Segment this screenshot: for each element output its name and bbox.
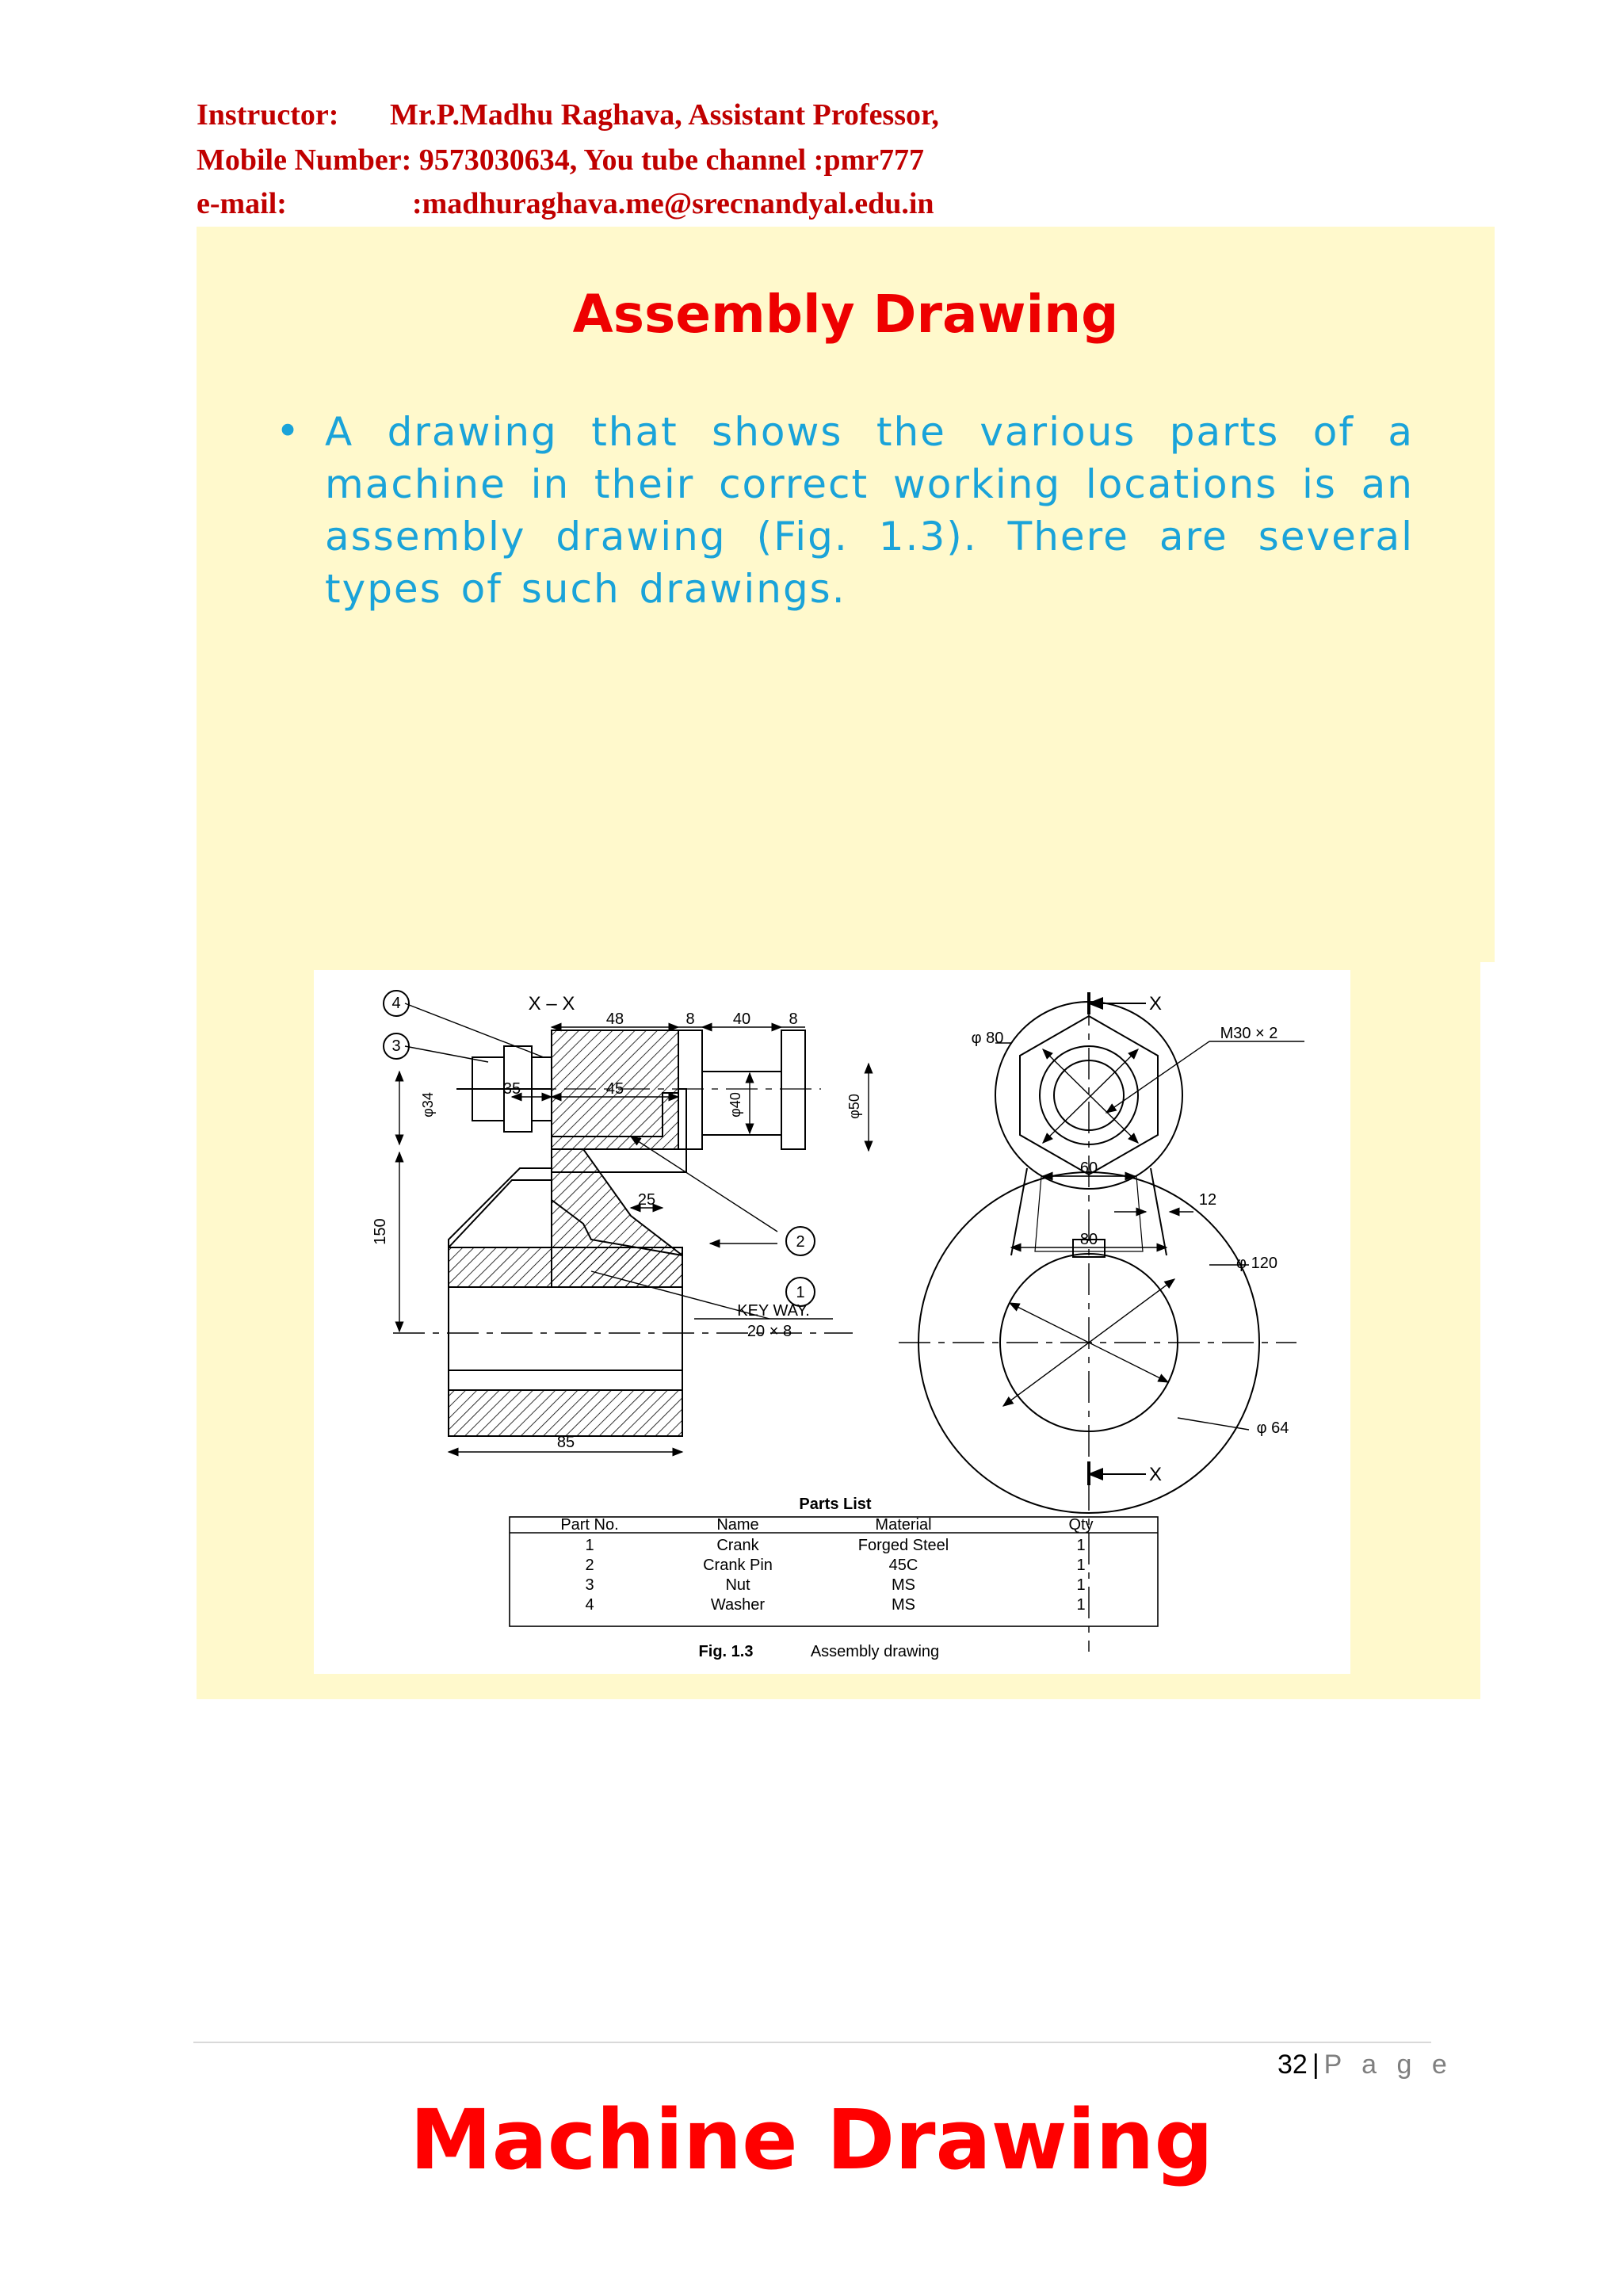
parts-row-3-no: 3 xyxy=(585,1576,594,1594)
callout-1: 1 xyxy=(796,1284,804,1301)
parts-row-4-no: 4 xyxy=(585,1596,594,1614)
dim-35: 35 xyxy=(503,1080,521,1098)
dim-8a: 8 xyxy=(685,1010,694,1028)
dim-80: 80 xyxy=(1080,1231,1098,1248)
parts-list-title: Parts List xyxy=(799,1496,871,1513)
parts-row-4-qty: 1 xyxy=(1076,1596,1085,1614)
parts-header-partno: Part No. xyxy=(560,1516,618,1534)
page-separator: | xyxy=(1312,2050,1319,2080)
page-number-block: 32|P a g e xyxy=(1277,2050,1453,2080)
footer-title: Machine Drawing xyxy=(410,2092,1213,2188)
bullet-symbol: • xyxy=(276,408,300,455)
dim-8b: 8 xyxy=(789,1010,797,1028)
parts-header-qty: Qty xyxy=(1068,1516,1093,1534)
section-x-bottom: X xyxy=(1149,1464,1162,1485)
page-number: 32 xyxy=(1277,2050,1308,2080)
assembly-figure: 4 3 2 1 X – X 48 8 40 8 35 45 25 85 150 … xyxy=(314,970,1350,1674)
parts-row-1-qty: 1 xyxy=(1076,1537,1085,1554)
dim-40: 40 xyxy=(733,1010,750,1028)
parts-row-3-name: Nut xyxy=(725,1576,750,1594)
dim-12: 12 xyxy=(1199,1191,1216,1209)
keyway-label: KEY WAY. xyxy=(737,1302,810,1320)
email-line: e-mail: :madhuraghava.me@srecnandyal.edu.… xyxy=(197,189,934,219)
keyway-size: 20 × 8 xyxy=(747,1323,792,1340)
parts-header-material: Material xyxy=(875,1516,931,1534)
instructor-value: Mr.P.Madhu Raghava, Assistant Professor, xyxy=(390,98,939,132)
parts-row-2-no: 2 xyxy=(585,1557,594,1574)
parts-row-2-material: 45C xyxy=(889,1557,918,1574)
email-value: :madhuraghava.me@srecnandyal.edu.in xyxy=(412,187,934,220)
dim-phi34: φ34 xyxy=(420,1092,436,1117)
parts-row-1-name: Crank xyxy=(716,1537,759,1554)
figure-caption-text: Assembly drawing xyxy=(811,1643,939,1660)
parts-row-3-material: MS xyxy=(892,1576,915,1594)
parts-row-4-material: MS xyxy=(892,1596,915,1614)
footer-divider xyxy=(193,2042,1431,2043)
section-x-top: X xyxy=(1149,993,1162,1014)
dim-45: 45 xyxy=(606,1080,624,1098)
parts-row-2-qty: 1 xyxy=(1076,1557,1085,1574)
section-label: X – X xyxy=(529,993,575,1014)
dim-150: 150 xyxy=(372,1218,389,1244)
mobile-line: Mobile Number: 9573030634, You tube chan… xyxy=(197,143,924,177)
callout-2: 2 xyxy=(796,1233,804,1251)
dim-phi50: φ50 xyxy=(846,1094,862,1119)
dim-phi80: φ 80 xyxy=(972,1030,1004,1047)
parts-row-1-material: Forged Steel xyxy=(858,1537,949,1554)
instructor-label: Instructor: xyxy=(197,98,339,132)
dim-phi40: φ40 xyxy=(727,1092,743,1117)
parts-row-2-name: Crank Pin xyxy=(703,1557,773,1574)
parts-row-1-no: 1 xyxy=(585,1537,594,1554)
instructor-line: Instructor: Mr.P.Madhu Raghava, Assistant… xyxy=(197,100,939,130)
dim-48: 48 xyxy=(606,1010,624,1028)
callout-4: 4 xyxy=(391,995,400,1012)
callout-3: 3 xyxy=(391,1037,400,1055)
parts-header-name: Name xyxy=(716,1516,758,1534)
dim-60: 60 xyxy=(1080,1159,1098,1177)
parts-row-3-qty: 1 xyxy=(1076,1576,1085,1594)
bullet-text: A drawing that shows the various parts o… xyxy=(325,409,1414,612)
figure-caption-label: Fig. 1.3 xyxy=(699,1643,754,1660)
dim-25: 25 xyxy=(638,1191,655,1209)
slide-panel: Assembly Drawing xyxy=(197,227,1495,962)
email-label: e-mail: xyxy=(197,187,287,220)
dim-85: 85 xyxy=(557,1434,575,1451)
dim-phi120: φ 120 xyxy=(1236,1255,1277,1272)
dim-m30: M30 × 2 xyxy=(1220,1025,1278,1042)
parts-row-4-name: Washer xyxy=(711,1596,766,1614)
dim-phi64: φ 64 xyxy=(1257,1419,1289,1437)
slide-title: Assembly Drawing xyxy=(572,284,1119,345)
page-word: P a g e xyxy=(1323,2050,1453,2080)
assembly-drawing-svg: 4 3 2 1 X – X 48 8 40 8 35 45 25 85 150 … xyxy=(372,990,1304,1660)
